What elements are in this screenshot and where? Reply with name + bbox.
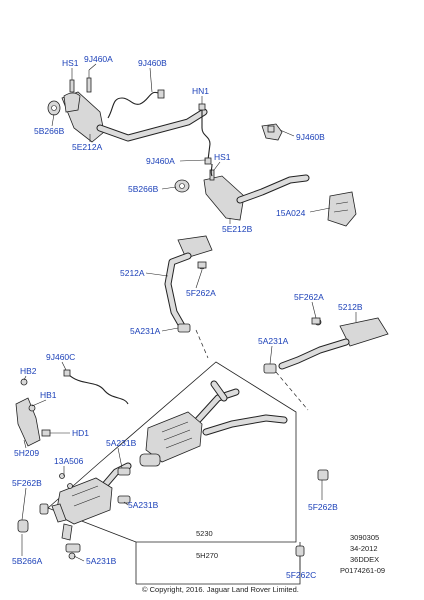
label-5b266b-top: 5B266B <box>34 126 65 136</box>
label-5e212b: 5E212B <box>222 224 253 234</box>
alignment-line-lower <box>275 371 309 411</box>
ref-number-1: 3090305 <box>350 533 379 542</box>
label-hs1-top: HS1 <box>62 58 79 68</box>
label-hs1-mid: HS1 <box>214 152 231 162</box>
ref-number-4: P0174261-09 <box>340 566 385 575</box>
heat-shield-15a024 <box>327 191 357 227</box>
label-5a231b-bot: 5A231B <box>86 556 117 566</box>
label-5230: 5230 <box>196 529 213 538</box>
label-5a231a-right: 5A231A <box>258 336 289 346</box>
leader-lines <box>21 63 357 570</box>
ref-number-2: 34-2012 <box>350 544 378 553</box>
intermediate-pipe-5212b <box>263 317 389 374</box>
rear-silencer-assembly <box>17 361 329 585</box>
copyright-text: © Copyright, 2016. Jaguar Land Rover Lim… <box>142 585 299 594</box>
ref-number-3: 36DDEX <box>350 555 379 564</box>
label-5f262b-right: 5F262B <box>308 502 338 512</box>
label-5e212a: 5E212A <box>72 142 103 152</box>
label-5a231b-mid: 5A231B <box>128 500 159 510</box>
bracket-5h209 <box>15 369 129 447</box>
part-labels: HS1 9J460A 9J460B 5B266B 5E212A HN1 9J46… <box>12 54 363 580</box>
label-5f262c: 5F262C <box>286 570 316 580</box>
label-hb2: HB2 <box>20 366 37 376</box>
label-5f262b-left: 5F262B <box>12 478 42 488</box>
label-13a506: 13A506 <box>54 456 84 466</box>
label-9j460a-top: 9J460A <box>84 54 113 64</box>
label-5212b: 5212B <box>338 302 363 312</box>
right-catalytic-converter <box>174 163 310 221</box>
label-hn1: HN1 <box>192 86 209 96</box>
label-5b266b-mid: 5B266B <box>128 184 159 194</box>
label-5f262a-right: 5F262A <box>294 292 324 302</box>
label-5h270: 5H270 <box>196 551 218 560</box>
label-5h209: 5H209 <box>14 448 39 458</box>
sensor-bracket-9j460b <box>261 123 283 141</box>
left-catalytic-converter <box>47 70 208 143</box>
intermediate-pipe-5212a <box>164 235 213 333</box>
label-9j460b-top: 9J460B <box>138 58 167 68</box>
label-hd1: HD1 <box>72 428 89 438</box>
label-9j460c: 9J460C <box>46 352 75 362</box>
label-9j460b-right: 9J460B <box>296 132 325 142</box>
label-5212a: 5212A <box>120 268 145 278</box>
label-5f262a-left: 5F262A <box>186 288 216 298</box>
alignment-line-upper <box>195 329 209 359</box>
label-15a024: 15A024 <box>276 208 306 218</box>
footer: 3090305 34-2012 36DDEX P0174261-09 © Cop… <box>142 533 385 594</box>
label-5b266a: 5B266A <box>12 556 43 566</box>
label-5a231a-left: 5A231A <box>130 326 161 336</box>
label-hb1: HB1 <box>40 390 57 400</box>
label-5a231b-top: 5A231B <box>106 438 137 448</box>
label-9j460a-mid: 9J460A <box>146 156 175 166</box>
